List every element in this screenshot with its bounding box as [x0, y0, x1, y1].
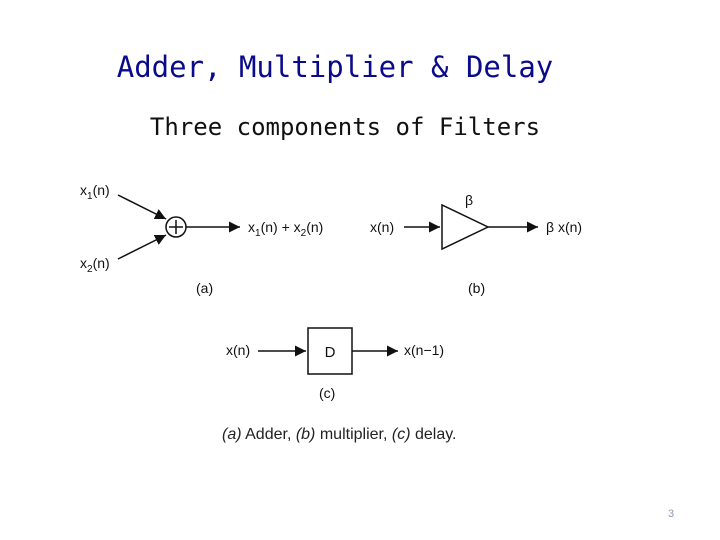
slide-subtitle: Three components of Filters: [149, 113, 541, 141]
delay-block-label: D: [325, 344, 336, 361]
delay-block: [307, 327, 353, 375]
caption-a-text: Adder,: [241, 426, 296, 443]
caption-b-text: multiplier,: [315, 426, 392, 443]
multiplier-gain-label: β: [465, 192, 473, 208]
caption-b-marker: (b): [295, 426, 316, 443]
multiplier-output-label: β x(n): [546, 219, 582, 235]
multiplier-part-label: (b): [468, 280, 485, 296]
adder-input2-arrow: [117, 234, 167, 260]
caption-c-marker: (c): [391, 426, 411, 443]
slide-title: Adder, Multiplier & Delay: [116, 50, 554, 84]
delay-output-label: x(n−1): [404, 342, 444, 358]
delay-input-label: x(n): [226, 342, 250, 358]
delay-diagram: x(n) D x(n−1) (c): [226, 327, 444, 401]
adder-input2-label: x2(n): [80, 255, 110, 275]
delay-part-label: (c): [319, 385, 335, 401]
caption-a-marker: (a): [222, 426, 242, 443]
adder-input1-arrow: [117, 194, 167, 220]
multiplier-diagram: x(n) β β x(n) (b): [370, 192, 582, 296]
multiplier-input-label: x(n): [370, 219, 394, 235]
adder-diagram: x1(n) x2(n) x1(n) + x2(n) (a): [80, 182, 323, 296]
figure-caption: (a) Adder, (b) multiplier, (c) delay.: [222, 426, 456, 444]
adder-part-label: (a): [196, 280, 213, 296]
gain-triangle-icon: [441, 203, 490, 251]
adder-input1-label: x1(n): [80, 182, 110, 202]
page-number: 3: [668, 508, 675, 520]
caption-c-text: delay.: [410, 426, 457, 443]
sum-junction-icon: [165, 216, 187, 238]
adder-output-label: x1(n) + x2(n): [248, 219, 323, 239]
